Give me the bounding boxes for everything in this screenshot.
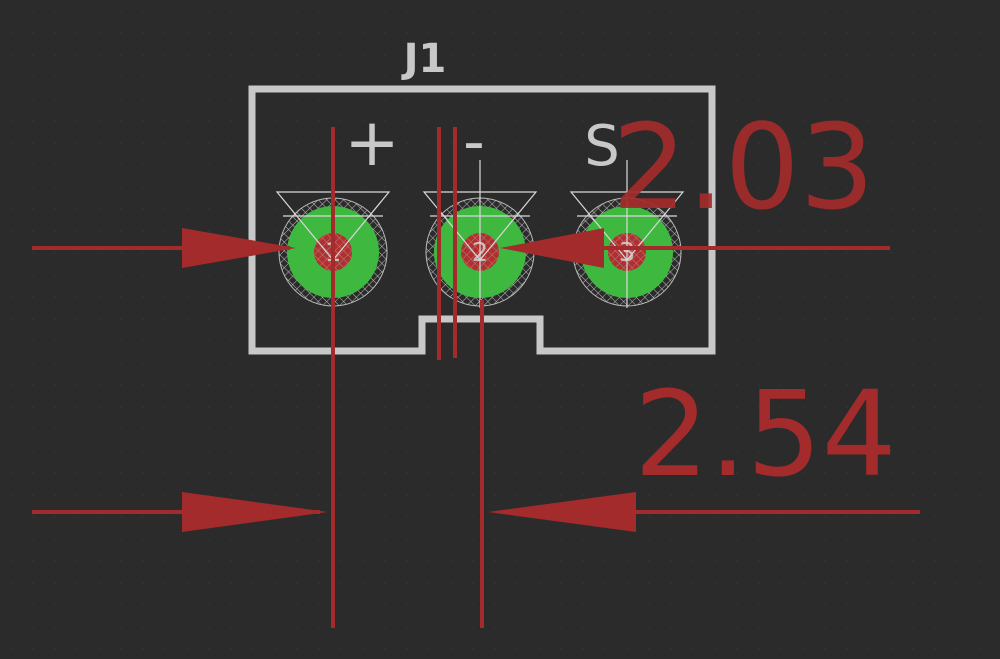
pad-width-value: 2.03 (612, 98, 875, 236)
pad-width-arrow-left (182, 228, 296, 268)
pitch-arrow-left (182, 492, 328, 532)
pad-2-number: 2 (472, 238, 489, 268)
pad-3-number: 3 (619, 238, 636, 268)
dimension-pad-width (32, 127, 890, 360)
pin-1-label: + (344, 104, 399, 181)
pad-3[interactable]: 3 (569, 160, 685, 308)
pitch-arrow-right (488, 492, 636, 532)
pad-width-arrow-right (500, 228, 604, 268)
pin-2-label: - (463, 107, 485, 177)
designator-label: J1 (401, 36, 447, 82)
pitch-value: 2.54 (634, 365, 897, 503)
pin-3-label: S (584, 114, 620, 179)
silkscreen-outline (248, 85, 716, 355)
dimension-pitch (32, 127, 920, 628)
